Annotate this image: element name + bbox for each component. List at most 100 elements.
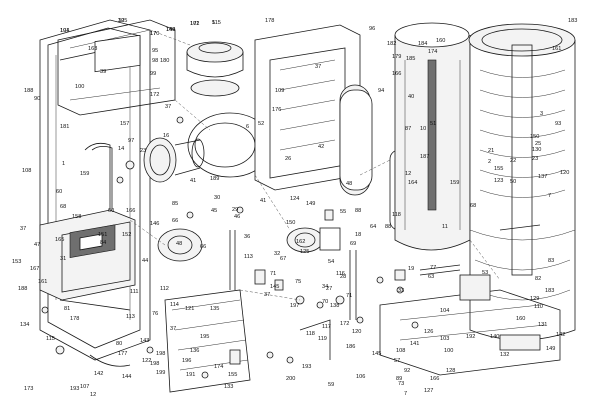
- callout-number: 108: [22, 168, 31, 174]
- callout-number: 51: [430, 121, 436, 127]
- callout-number: 178: [70, 316, 79, 322]
- callout-number: 179: [392, 54, 401, 60]
- coil-tank: [468, 23, 576, 341]
- callout-number: 188: [24, 88, 33, 94]
- fan-assembly: [143, 41, 273, 183]
- callout-number: 106: [356, 374, 365, 380]
- callout-number: 68: [470, 203, 476, 209]
- callout-number: 136: [190, 348, 199, 354]
- callout-number: 110: [534, 304, 543, 310]
- callout-number: 130: [532, 147, 541, 153]
- callout-number: 66: [172, 218, 178, 224]
- callout-number: 183: [545, 288, 554, 294]
- callout-number: 33: [398, 288, 404, 294]
- callout-number: 37: [315, 64, 321, 70]
- callout-number: 44: [142, 258, 148, 264]
- callout-number: 42: [318, 144, 324, 150]
- callout-number: 148: [166, 27, 175, 33]
- callout-number: 67: [280, 256, 286, 262]
- callout-number: 143: [140, 338, 149, 344]
- callout-number: 138: [330, 303, 339, 309]
- callout-number: 100: [75, 84, 84, 90]
- callout-number: 194: [60, 28, 69, 34]
- callout-number: 176: [272, 107, 281, 113]
- callout-number: 80: [116, 341, 122, 347]
- storage-cylinder: [394, 22, 471, 251]
- callout-number: 12: [405, 171, 411, 177]
- callout-number: 135: [210, 306, 219, 312]
- callout-number: 93: [555, 121, 561, 127]
- callout-number: 60: [108, 208, 114, 214]
- callout-number: 10: [420, 126, 426, 132]
- callout-number: 60: [56, 189, 62, 195]
- callout-number: 45: [211, 208, 217, 214]
- callout-number: 200: [286, 376, 295, 382]
- callout-number: 128: [446, 368, 455, 374]
- callout-number: 160: [516, 316, 525, 322]
- callout-number: 3: [540, 111, 543, 117]
- callout-number: 57: [394, 358, 400, 364]
- callout-number: 131: [538, 322, 547, 328]
- callout-number: 82: [535, 276, 541, 282]
- callout-number: 109: [275, 88, 284, 94]
- callout-number: 195: [200, 334, 209, 340]
- callout-number: 142: [556, 332, 565, 338]
- callout-number: 115: [212, 20, 221, 26]
- callout-number: 167: [30, 266, 39, 272]
- callout-number: 47: [34, 242, 40, 248]
- callout-number: 64: [370, 224, 376, 230]
- callout-number: 198: [150, 361, 159, 367]
- callout-number: 94: [378, 88, 384, 94]
- top-frame: [57, 19, 176, 116]
- callout-number: 76: [152, 311, 158, 317]
- callout-number: 134: [20, 322, 29, 328]
- callout-number: 103: [440, 336, 449, 342]
- callout-number: 171: [190, 21, 199, 27]
- callout-number: 2: [488, 159, 491, 165]
- callout-number: 89: [396, 376, 402, 382]
- callout-number: 120: [352, 329, 361, 335]
- callout-number: 108: [396, 348, 405, 354]
- callout-number: 11: [442, 224, 448, 230]
- callout-number: 7: [548, 193, 551, 199]
- callout-number: 133: [224, 384, 233, 390]
- callout-number: 186: [346, 344, 355, 350]
- callout-number: 149: [306, 201, 315, 207]
- callout-number: 129: [530, 296, 539, 302]
- callout-number: 155: [228, 372, 237, 378]
- callout-number: 71: [270, 271, 276, 277]
- callout-number: 159: [80, 171, 89, 177]
- callout-number: 169: [166, 27, 175, 33]
- callout-number: 132: [500, 352, 509, 358]
- callout-number: 150: [286, 220, 295, 226]
- callout-number: 32: [274, 251, 280, 257]
- callout-number: 29: [232, 207, 238, 213]
- callout-number: 180: [160, 58, 169, 64]
- callout-number: 63: [428, 274, 434, 280]
- callout-number: 114: [170, 302, 179, 308]
- callout-number: 7: [404, 391, 407, 397]
- callout-number: 14: [118, 146, 124, 152]
- callout-number: 141: [410, 341, 419, 347]
- callout-number: 172: [340, 321, 349, 327]
- callout-number: 28: [340, 274, 346, 280]
- callout-number: 116: [336, 271, 345, 277]
- callout-number: 85: [172, 201, 178, 207]
- callout-number: 39: [100, 69, 106, 75]
- callout-number: 172: [150, 92, 159, 98]
- callout-number: 181: [60, 124, 69, 130]
- callout-number: 17: [150, 31, 156, 37]
- callout-number: 107: [80, 384, 89, 390]
- callout-number: 71: [346, 293, 352, 299]
- callout-number: 198: [156, 351, 165, 357]
- pipework: [84, 142, 541, 367]
- callout-number: 197: [290, 303, 299, 309]
- callout-number: 120: [560, 170, 569, 176]
- callout-number: 88: [355, 208, 361, 214]
- callout-number: 188: [18, 286, 27, 292]
- callout-number: 121: [185, 306, 194, 312]
- callout-number: 37: [170, 326, 176, 332]
